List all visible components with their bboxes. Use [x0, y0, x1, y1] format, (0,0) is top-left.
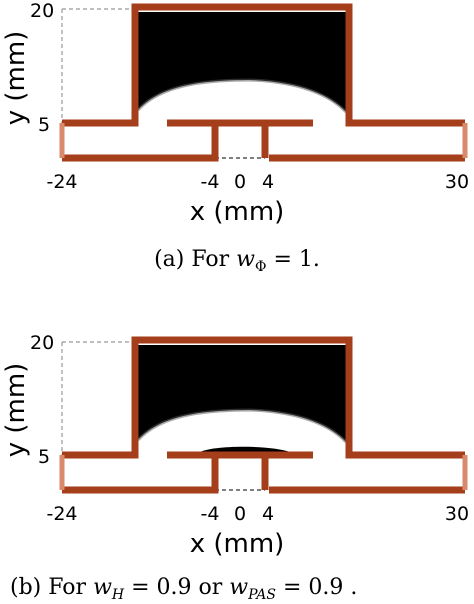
filled-region-edge [136, 78, 348, 114]
baffle-deposit [200, 446, 290, 452]
x-tick-30: 30 [445, 503, 469, 525]
x-tick-neg24: -24 [46, 503, 77, 525]
caption-b-prefix: (b) For [10, 575, 93, 600]
x-axis-label: x (mm) [190, 197, 285, 227]
caption-a-sub: Φ [255, 259, 266, 275]
filled-region [138, 345, 346, 442]
x-tick-0: 0 [234, 171, 246, 193]
x-tick-30: 30 [445, 171, 469, 193]
panel-b: 20 5 y (mm) -24 -4 0 4 30 x (mm) (b) For… [0, 302, 474, 604]
y-tick-5: 5 [38, 114, 50, 136]
y-tick-20: 20 [30, 0, 54, 22]
y-tick-20: 20 [30, 332, 54, 354]
caption-a-var: w [236, 247, 255, 272]
y-axis-label: y (mm) [1, 31, 31, 126]
caption-b-sub: H [111, 587, 125, 603]
x-tick-4: 4 [262, 503, 274, 525]
caption-a: (a) For wΦ = 1. [154, 247, 320, 275]
x-tick-0: 0 [234, 503, 246, 525]
panel-a: 20 5 y (mm) -24 -4 0 4 30 x (mm) (a) For… [1, 0, 469, 275]
caption-b-var2: w [229, 575, 248, 600]
caption-a-prefix: (a) For [154, 247, 236, 272]
caption-b: (b) For wH = 0.9 or wPAS = 0.9 . [10, 575, 357, 603]
y-tick-5: 5 [38, 446, 50, 468]
caption-b-suffix: = 0.9 . [276, 575, 357, 600]
caption-b-sub2: PAS [247, 587, 276, 603]
panel-b-diagram: 20 5 y (mm) -24 -4 0 4 30 x (mm) (b) For… [1, 332, 469, 603]
x-tick-4: 4 [262, 171, 274, 193]
panel-a-diagram: 20 5 y (mm) -24 -4 0 4 30 x (mm) (a) For… [1, 0, 469, 275]
caption-a-suffix: = 1. [267, 247, 320, 272]
domain-walls [62, 336, 465, 494]
filled-region-edge [136, 408, 348, 444]
domain-walls [62, 3, 465, 162]
caption-b-var: w [93, 575, 112, 600]
y-axis-label: y (mm) [1, 363, 31, 458]
x-tick-neg4: -4 [201, 171, 220, 193]
x-axis-label: x (mm) [190, 529, 285, 559]
x-tick-neg24: -24 [46, 171, 77, 193]
x-tick-neg4: -4 [201, 503, 220, 525]
filled-region [138, 12, 346, 112]
caption-b-mid: = 0.9 or [124, 575, 229, 600]
